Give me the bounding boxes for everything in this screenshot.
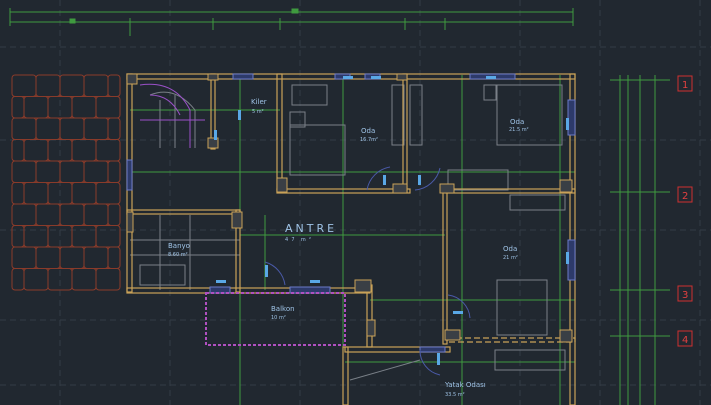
roof-tile [11, 268, 25, 291]
roof-tile [59, 74, 85, 97]
room-area-oda-2: 21.5 m² [509, 127, 529, 133]
roof-tile [11, 74, 37, 97]
roof-tile [11, 246, 37, 269]
room-area-balkon: 10 m² [271, 315, 286, 321]
roof-tile [83, 246, 109, 269]
axis-marker-1: 1 [682, 80, 688, 91]
roof-tile [35, 203, 61, 226]
room-name-oda-2: Oda [510, 118, 524, 126]
roof-tile [107, 246, 121, 269]
room-area-antre: 4 7 m ² [285, 237, 311, 243]
roof-tile [83, 160, 109, 183]
roof-tile [95, 268, 121, 291]
room-area-oda-3: 21 m² [503, 255, 518, 261]
room-area-yatak-odasi: 33.5 m² [445, 392, 465, 398]
room-area-kiler: 5 m² [252, 109, 264, 115]
roof-tile [59, 160, 85, 183]
dimension-lines [9, 8, 574, 36]
roof-tile [11, 117, 37, 140]
roof-tile [71, 96, 97, 119]
roof-tile [71, 182, 97, 205]
room-name-yatak-odasi: Yatak Odası [444, 381, 486, 389]
axis-marker-2: 2 [682, 191, 688, 202]
room-area-banyo: 8.60 m² [168, 252, 188, 258]
roof-tile [23, 96, 49, 119]
window-markers [214, 76, 569, 365]
roof-tile [11, 139, 25, 162]
roof-tile [83, 203, 109, 226]
roof-tile [59, 117, 85, 140]
roof-tile [83, 117, 109, 140]
roof-tile [83, 74, 109, 97]
roof-tile [59, 246, 85, 269]
roof-tile [23, 225, 49, 248]
roof-tile [95, 182, 121, 205]
roof-tile [95, 139, 121, 162]
windows [126, 73, 576, 353]
room-name-balkon: Balkon [271, 305, 295, 313]
roof-tile [59, 203, 85, 226]
roof-tile [11, 96, 25, 119]
roof-tile [35, 74, 61, 97]
room-name-antre: ANTRE [285, 222, 337, 235]
roof-tile [71, 225, 97, 248]
roof-tile [11, 160, 37, 183]
roof-tiles [11, 74, 121, 291]
roof-tile [11, 182, 25, 205]
columns [126, 73, 573, 343]
roof-tile [35, 117, 61, 140]
room-name-oda-3: Oda [503, 245, 517, 253]
roof-tile [95, 96, 121, 119]
room-name-kiler: Kiler [251, 98, 267, 106]
roof-tile [11, 203, 37, 226]
right-axis-lines [610, 75, 670, 405]
furniture [130, 84, 566, 381]
axis-marker-4: 4 [682, 335, 688, 346]
roof-tile [107, 74, 121, 97]
room-area-oda-1: 16.7m² [360, 137, 378, 143]
roof-tile [71, 268, 97, 291]
room-labels: Kiler 5 m² Oda 16.7m² Oda 21.5 m² ANTRE … [168, 98, 529, 398]
room-name-banyo: Banyo [168, 242, 190, 250]
staircase [139, 83, 205, 148]
roof-tile [95, 225, 121, 248]
roof-tile [107, 203, 121, 226]
roof-tile [23, 182, 49, 205]
roof-tile [71, 139, 97, 162]
roof-tile [11, 225, 25, 248]
roof-tile [23, 139, 49, 162]
roof-tile [35, 246, 61, 269]
roof-tile [107, 160, 121, 183]
axis-markers: 1 2 3 4 [677, 75, 693, 347]
roof-tile [35, 160, 61, 183]
roof-tile [107, 117, 121, 140]
roof-tile [23, 268, 49, 291]
room-name-oda-1: Oda [361, 127, 375, 135]
balcony-outline [205, 292, 346, 346]
axis-marker-3: 3 [682, 290, 688, 301]
door-swings [264, 166, 471, 376]
